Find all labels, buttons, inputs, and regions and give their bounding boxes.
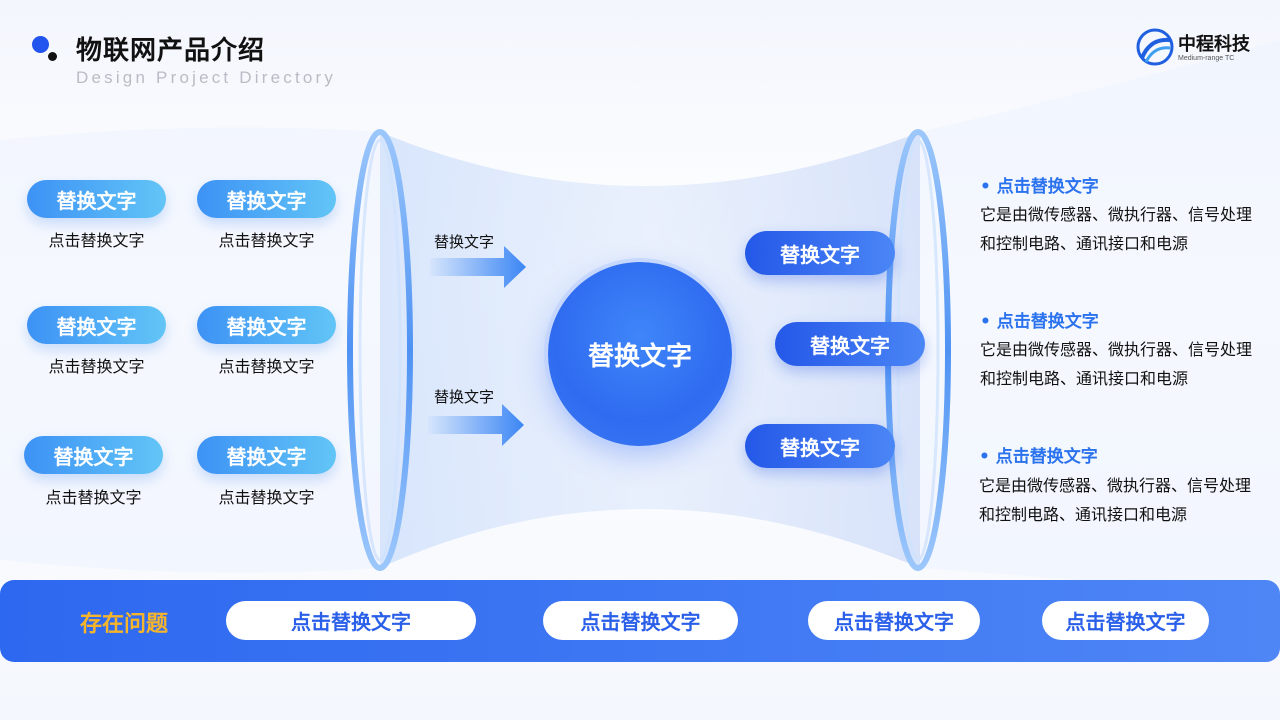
accent-dot-small: [48, 52, 57, 61]
right-item-line: 它是由微传感器、微执行器、信号处理: [980, 205, 1253, 224]
right-item-title-1: • 点击替换文字: [980, 172, 1099, 197]
company-name: 中程科技: [1178, 34, 1250, 55]
right-item-title-3: • 点击替换文字: [979, 442, 1098, 467]
left-pill-2[interactable]: 替换文字: [197, 180, 336, 218]
company-logo-icon: [1136, 28, 1174, 66]
problem-pill-1[interactable]: 点击替换文字: [226, 601, 476, 640]
right-item-body-2: 它是由微传感器、微执行器、信号处理 和控制电路、通讯接口和电源: [980, 335, 1252, 393]
arrow-label-1: 替换文字: [434, 233, 495, 251]
bullet-dot-icon: •: [980, 177, 997, 197]
page-subtitle: Design Project Directory: [76, 68, 337, 87]
right-item-title-text: 点击替换文字: [996, 177, 1099, 197]
right-item-line: 它是由微传感器、微执行器、信号处理: [979, 476, 1252, 495]
right-item-line: 和控制电路、通讯接口和电源: [980, 234, 1189, 253]
right-pill-2[interactable]: 替换文字: [775, 322, 925, 366]
left-pill-3[interactable]: 替换文字: [27, 306, 166, 344]
bullet-dot-icon: •: [979, 447, 996, 467]
left-caption-3: 点击替换文字: [48, 357, 145, 376]
left-caption-4: 点击替换文字: [218, 357, 315, 376]
company-subname: Medium-range TC: [1178, 55, 1235, 62]
left-pill-4[interactable]: 替换文字: [197, 306, 336, 344]
left-caption-1: 点击替换文字: [48, 231, 145, 250]
right-item-title-text: 点击替换文字: [996, 312, 1099, 332]
accent-dot: [32, 36, 49, 53]
right-arrow-icon: [430, 246, 526, 288]
right-item-line: 它是由微传感器、微执行器、信号处理: [980, 340, 1253, 359]
right-arrow-icon: [428, 404, 524, 446]
right-item-line: 和控制电路、通讯接口和电源: [979, 505, 1188, 524]
left-caption-6: 点击替换文字: [218, 488, 315, 507]
page-title: 物联网产品介绍: [76, 36, 266, 66]
arrow-label-2: 替换文字: [434, 388, 495, 406]
problem-pill-3[interactable]: 点击替换文字: [808, 601, 980, 640]
right-pill-3[interactable]: 替换文字: [745, 424, 895, 468]
right-item-line: 和控制电路、通讯接口和电源: [980, 369, 1189, 388]
bullet-dot-icon: •: [980, 312, 997, 332]
left-pill-1[interactable]: 替换文字: [27, 180, 166, 218]
right-item-body-1: 它是由微传感器、微执行器、信号处理 和控制电路、通讯接口和电源: [980, 200, 1252, 258]
problem-label: 存在问题: [80, 612, 169, 637]
right-pill-1[interactable]: 替换文字: [745, 231, 895, 275]
problem-pill-2[interactable]: 点击替换文字: [543, 601, 738, 640]
right-item-title-2: • 点击替换文字: [980, 307, 1099, 332]
left-pill-6[interactable]: 替换文字: [197, 436, 336, 474]
right-item-title-text: 点击替换文字: [995, 447, 1098, 467]
right-item-body-3: 它是由微传感器、微执行器、信号处理 和控制电路、通讯接口和电源: [979, 471, 1251, 529]
problem-pill-4[interactable]: 点击替换文字: [1042, 601, 1209, 640]
left-caption-2: 点击替换文字: [218, 231, 315, 250]
center-circle[interactable]: 替换文字: [548, 262, 732, 446]
left-caption-5: 点击替换文字: [45, 488, 142, 507]
left-pill-5[interactable]: 替换文字: [24, 436, 163, 474]
